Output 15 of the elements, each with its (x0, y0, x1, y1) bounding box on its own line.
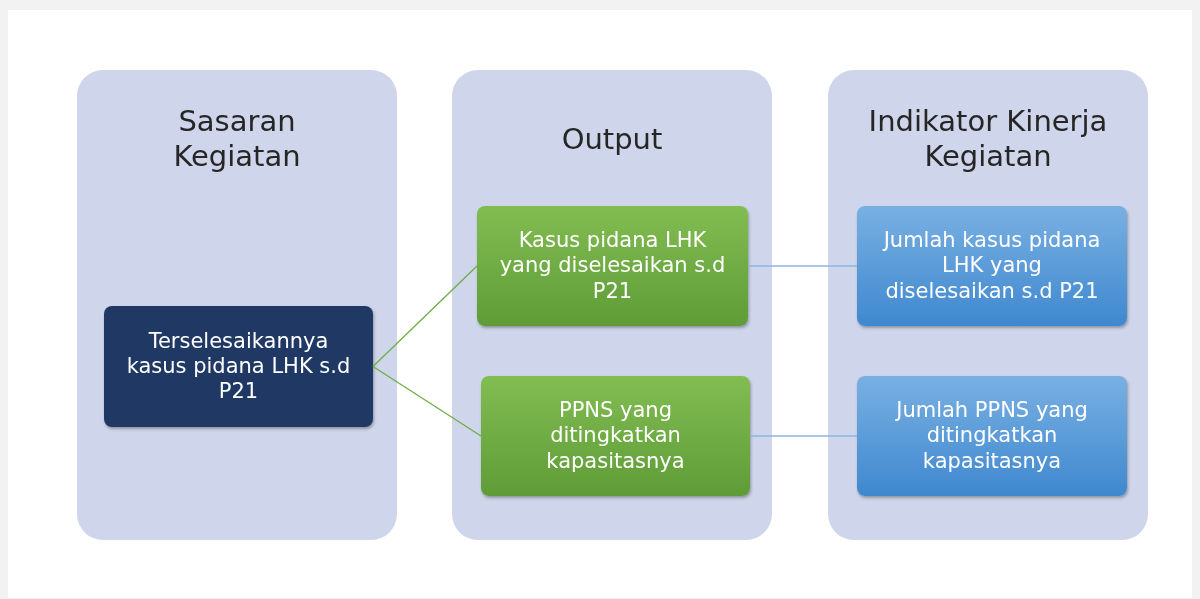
indicator-box: Jumlah kasus pidana LHK yang diselesaikan s.d P21 (857, 206, 1127, 326)
column-title: Sasaran Kegiatan (172, 104, 302, 174)
column-panel (77, 70, 397, 540)
target-box: Terselesaikannya kasus pidana LHK s.d P21 (104, 306, 373, 427)
connector-line (372, 365, 482, 437)
column-title: Indikator Kinerja Kegiatan (867, 104, 1109, 174)
connector-line (749, 435, 858, 437)
output-box: Kasus pidana LHK yang diselesaikan s.d P21 (477, 206, 748, 326)
output-box: PPNS yang ditingkatkan kapasitasnya (481, 376, 750, 496)
column-panel (452, 70, 772, 540)
connector-line (372, 265, 478, 368)
indicator-box: Jumlah PPNS yang ditingkatkan kapasitasnya (857, 376, 1127, 496)
column-title: Output (560, 122, 664, 157)
connector-line (747, 265, 858, 267)
column-panel (828, 70, 1148, 540)
